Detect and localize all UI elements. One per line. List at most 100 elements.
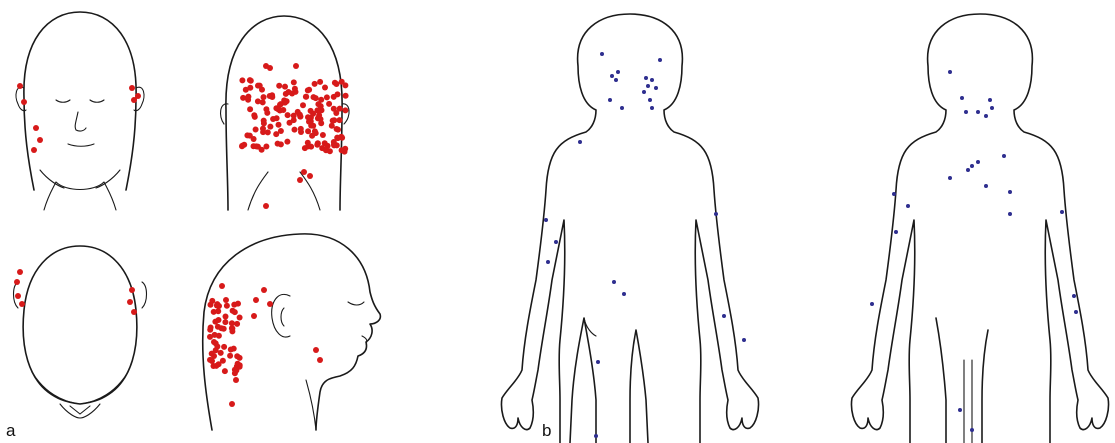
- marker-dot: [223, 297, 229, 303]
- marker-dot: [298, 129, 304, 135]
- marker-dot: [646, 84, 650, 88]
- marker-dot: [135, 93, 141, 99]
- marker-dot: [332, 80, 338, 86]
- marker-dot: [292, 86, 298, 92]
- marker-dot: [247, 85, 253, 91]
- marker-dot: [15, 293, 21, 299]
- marker-dot: [1008, 190, 1012, 194]
- marker-dot: [337, 106, 343, 112]
- marker-dot: [251, 313, 257, 319]
- marker-dot: [614, 78, 618, 82]
- marker-dot: [261, 287, 267, 293]
- marker-dot: [260, 126, 266, 132]
- marker-dot: [342, 107, 348, 113]
- marker-dot: [337, 117, 343, 123]
- marker-dot: [293, 63, 299, 69]
- panel-b-label: b: [542, 421, 551, 440]
- marker-dot: [596, 360, 600, 364]
- marker-dot: [253, 297, 259, 303]
- marker-dot: [240, 95, 246, 101]
- marker-dot: [610, 74, 614, 78]
- marker-dot: [19, 301, 25, 307]
- marker-dot: [237, 315, 243, 321]
- marker-dot: [222, 368, 228, 374]
- marker-dot: [245, 94, 251, 100]
- marker-dot: [342, 82, 348, 88]
- marker-dot: [235, 361, 241, 367]
- marker-dot: [308, 123, 314, 129]
- marker-dot: [280, 107, 286, 113]
- marker-dot: [620, 106, 624, 110]
- marker-dot: [17, 269, 23, 275]
- marker-dot: [267, 124, 273, 130]
- marker-dot: [990, 106, 994, 110]
- marker-dot: [984, 184, 988, 188]
- marker-dot: [608, 98, 612, 102]
- marker-dot: [215, 324, 221, 330]
- marker-dot: [976, 110, 980, 114]
- marker-dot: [275, 141, 281, 147]
- marker-dot: [594, 434, 598, 438]
- marker-dot: [311, 94, 317, 100]
- marker-dot: [324, 94, 330, 100]
- marker-dot: [221, 326, 227, 332]
- marker-dot: [248, 78, 254, 84]
- marker-dot: [231, 302, 237, 308]
- marker-dot: [261, 94, 267, 100]
- marker-dot: [251, 112, 257, 118]
- marker-dot: [305, 140, 311, 146]
- marker-dot: [322, 85, 328, 91]
- marker-dot: [742, 338, 746, 342]
- marker-dot: [313, 347, 319, 353]
- marker-dot: [330, 118, 336, 124]
- marker-dot: [622, 292, 626, 296]
- marker-dot: [239, 77, 245, 83]
- marker-dot: [906, 204, 910, 208]
- marker-dot: [546, 260, 550, 264]
- marker-dot: [285, 112, 291, 118]
- marker-dot: [642, 90, 646, 94]
- marker-dot: [297, 177, 303, 183]
- marker-dot: [260, 99, 266, 105]
- marker-dot: [228, 347, 234, 353]
- marker-dot: [219, 283, 225, 289]
- marker-dot: [958, 408, 962, 412]
- marker-dot: [892, 192, 896, 196]
- panel-a: a: [6, 12, 380, 440]
- marker-dot: [212, 332, 218, 338]
- marker-dot: [295, 109, 301, 115]
- marker-dot: [241, 142, 247, 148]
- marker-dot: [544, 218, 548, 222]
- marker-dot: [286, 89, 292, 95]
- marker-dot: [970, 428, 974, 432]
- marker-dot: [1074, 310, 1078, 314]
- marker-dot: [318, 120, 324, 126]
- marker-dot: [267, 301, 273, 307]
- marker-dot: [31, 147, 37, 153]
- marker-dot: [339, 147, 345, 153]
- marker-dot: [215, 308, 221, 314]
- head-top-view: [14, 246, 147, 418]
- marker-dot: [984, 114, 988, 118]
- marker-dot: [207, 327, 213, 333]
- marker-dot: [129, 287, 135, 293]
- marker-dot: [284, 139, 290, 145]
- marker-dot: [229, 401, 235, 407]
- marker-dot: [976, 160, 980, 164]
- marker-dot: [222, 319, 228, 325]
- marker-dot: [234, 321, 240, 327]
- marker-dot: [276, 83, 282, 89]
- marker-dot: [317, 357, 323, 363]
- marker-dot: [948, 176, 952, 180]
- marker-dot: [554, 240, 558, 244]
- marker-dot: [209, 298, 215, 304]
- marker-dot: [616, 70, 620, 74]
- marker-dot: [964, 110, 968, 114]
- marker-dot: [255, 144, 261, 150]
- marker-dot: [317, 79, 323, 85]
- marker-dot: [650, 106, 654, 110]
- marker-dot: [650, 78, 654, 82]
- marker-dot: [988, 98, 992, 102]
- marker-dot: [270, 116, 276, 122]
